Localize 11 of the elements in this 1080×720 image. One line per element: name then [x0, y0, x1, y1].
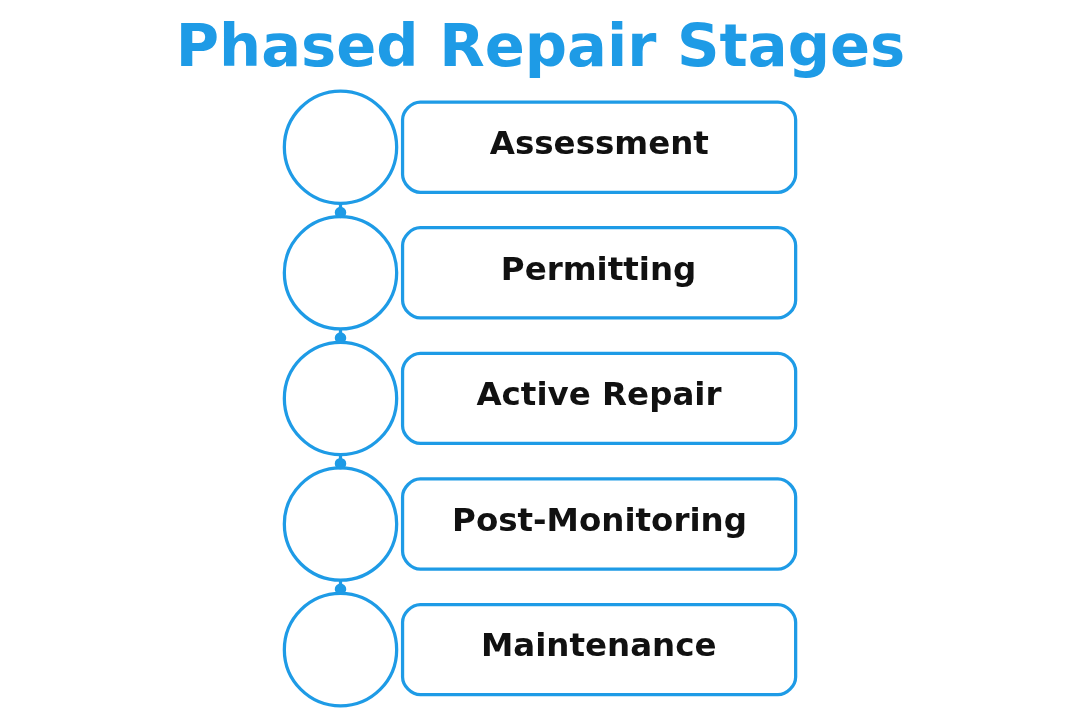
node-circle — [282, 340, 399, 457]
node-box: Permitting — [400, 226, 798, 320]
node-box: Active Repair — [400, 351, 798, 446]
node-box: Assessment — [400, 100, 798, 194]
node-box: Post-Monitoring — [400, 477, 798, 571]
node-circle — [282, 591, 399, 708]
diagram-title: Phased Repair Stages — [175, 10, 906, 80]
node-box: Maintenance — [400, 602, 798, 697]
node-circle — [282, 466, 399, 582]
node-circle — [282, 215, 399, 331]
node-circle — [282, 89, 399, 205]
